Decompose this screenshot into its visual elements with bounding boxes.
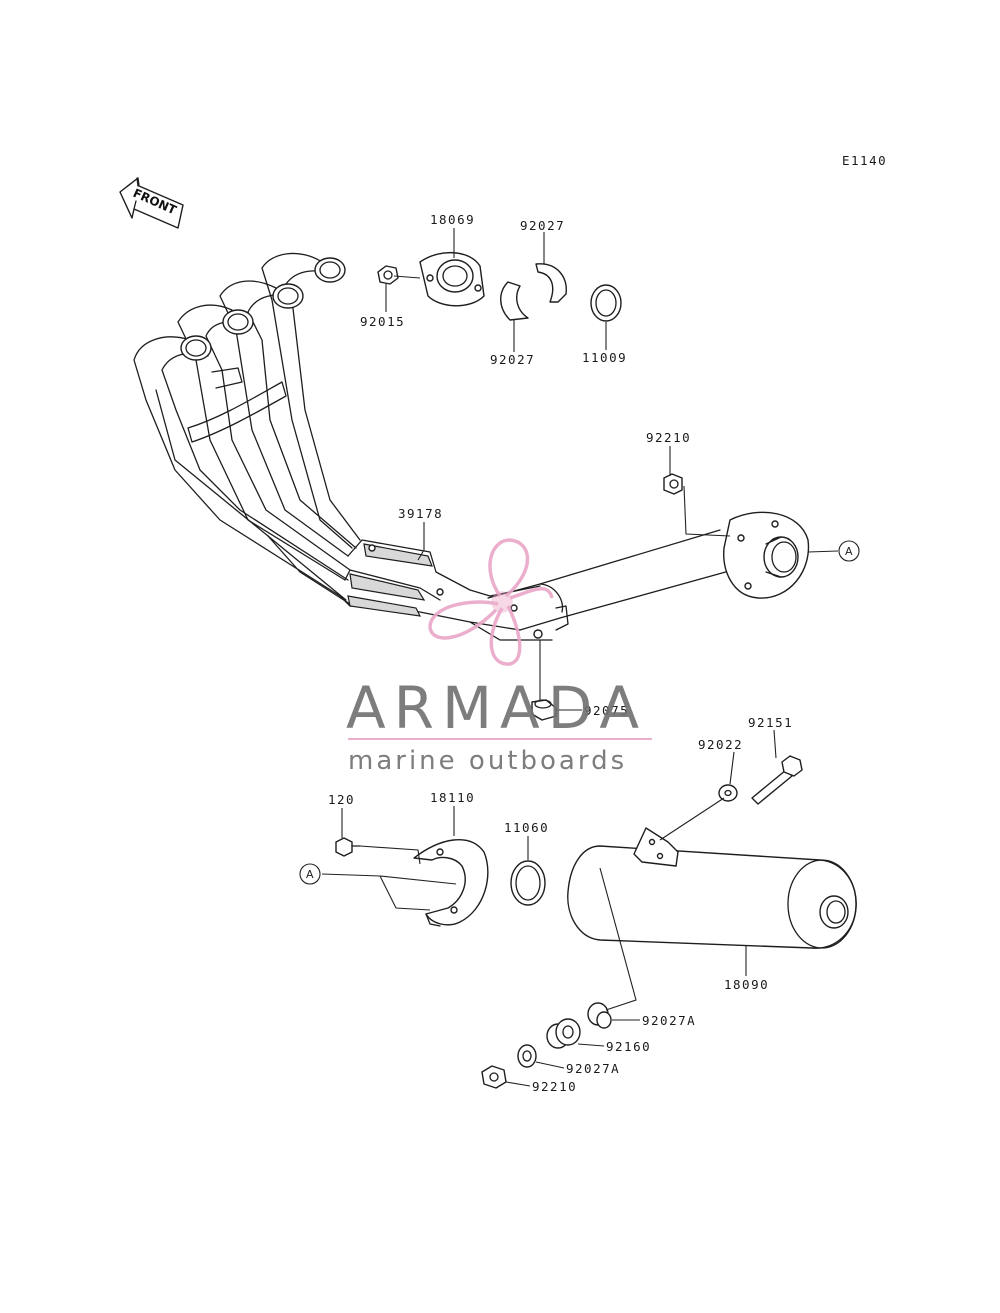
exhaust-header-pipes (133, 252, 810, 641)
part-label: 92027 (490, 352, 535, 367)
part-11009-gasket (590, 284, 622, 322)
watermark: ARMADA marine outboards (346, 538, 652, 776)
watermark-title: ARMADA (346, 674, 647, 742)
part-92015-nut (377, 265, 399, 285)
part-label: 39178 (398, 506, 443, 521)
part-label: 11009 (582, 350, 627, 365)
ref-marker-a-bottom: A (299, 863, 321, 885)
part-92210-nut-top (663, 473, 683, 495)
part-label: 92027A (566, 1061, 620, 1076)
part-18110-heat-shield (413, 839, 489, 927)
part-18090-muffler (567, 827, 857, 949)
svg-text:A: A (845, 545, 853, 558)
part-120-bolt (335, 837, 361, 857)
part-label: 18110 (430, 790, 475, 805)
part-label: 92160 (606, 1039, 651, 1054)
part-label: 92075 (584, 703, 629, 718)
part-92151-bolt (751, 755, 803, 805)
part-label: 92027 (520, 218, 565, 233)
part-11060-gasket (510, 860, 546, 906)
part-label: 92027A (642, 1013, 696, 1028)
propeller-logo-icon (428, 538, 554, 666)
part-92027-collar-top (535, 263, 567, 303)
part-label: 92210 (646, 430, 691, 445)
part-label: 18090 (724, 977, 769, 992)
part-label: 92210 (532, 1079, 577, 1094)
diagram-code: E1140 (842, 153, 887, 168)
part-92027-collar-bottom (500, 281, 529, 321)
part-92075-damper (531, 699, 557, 721)
part-92027A-washer-2 (517, 1044, 537, 1068)
part-18069-flange (419, 251, 485, 307)
part-label: 92015 (360, 314, 405, 329)
ref-marker-a-top: A (838, 540, 860, 562)
part-92160-damper (546, 1018, 581, 1049)
part-label: 18069 (430, 212, 475, 227)
part-label: 92151 (748, 715, 793, 730)
watermark-subtitle: marine outboards (348, 746, 627, 776)
part-92027A-collar-1 (587, 1002, 612, 1029)
part-92210-nut-bottom (481, 1065, 507, 1089)
svg-text:A: A (306, 868, 314, 881)
leader-lines (321, 228, 839, 1087)
front-arrow-icon: FRONT (119, 177, 184, 229)
part-labels: 18069 92027 92015 92027 11009 92210 3917… (328, 212, 793, 1094)
part-92022-washer (718, 784, 738, 802)
part-label: 11060 (504, 820, 549, 835)
part-label: 120 (328, 792, 355, 807)
part-label: 92022 (698, 737, 743, 752)
